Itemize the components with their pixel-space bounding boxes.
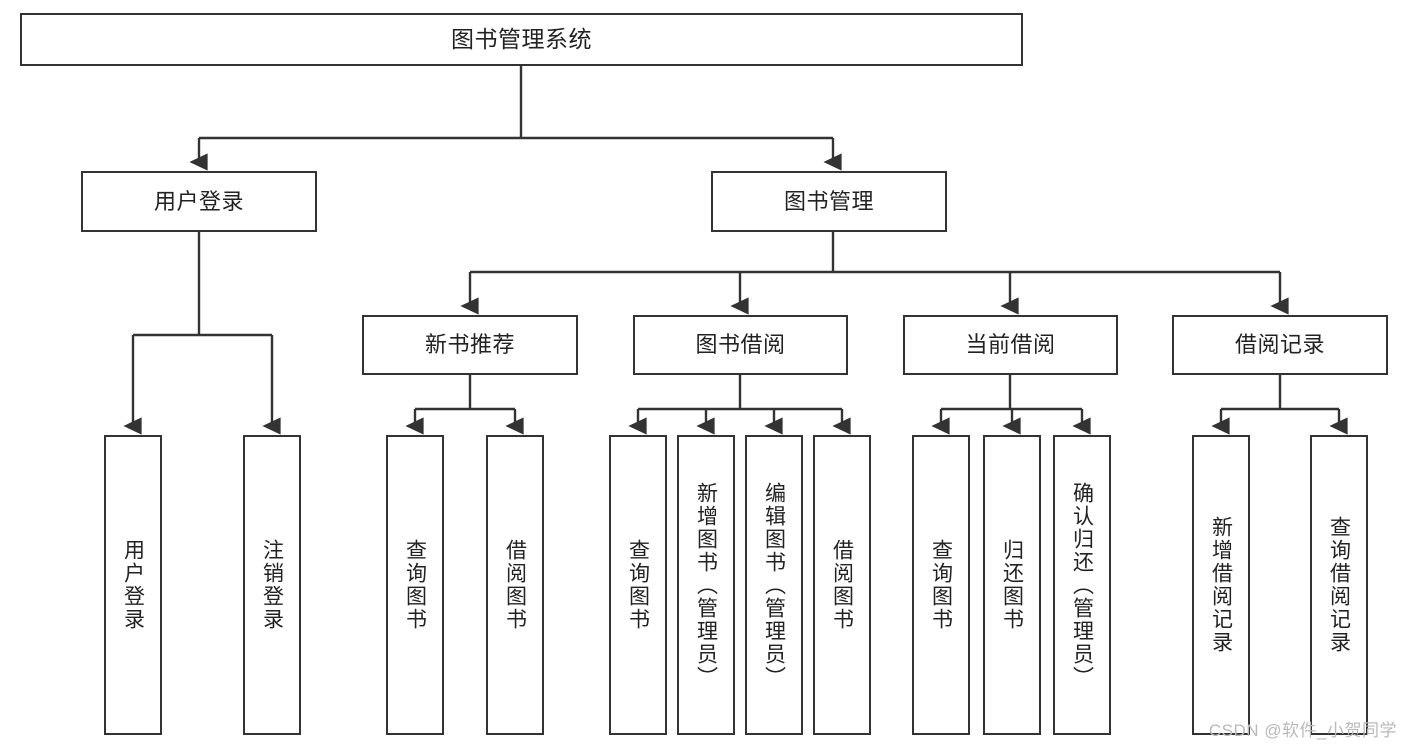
node-leaf-confirm-return-admin-label: 确认归还（管理员） [1070, 481, 1094, 689]
node-leaf-add-borrow-record-label: 新增借阅记录 [1209, 516, 1233, 654]
node-user-login[interactable]: 用户登录 [81, 171, 317, 232]
node-leaf-user-login-label: 用户登录 [121, 539, 145, 631]
node-leaf-edit-book-admin-label: 编辑图书（管理员） [762, 481, 786, 689]
node-leaf-query-book-borrow-label: 查询图书 [626, 539, 650, 631]
node-leaf-add-book-admin-label: 新增图书（管理员） [694, 481, 718, 689]
node-leaf-borrow-book-label: 借阅图书 [830, 539, 854, 631]
node-leaf-add-book-admin[interactable]: 新增图书（管理员） [677, 435, 735, 735]
node-book-manage[interactable]: 图书管理 [711, 171, 947, 232]
node-book-borrow-label: 图书借阅 [695, 332, 786, 358]
node-leaf-confirm-return-admin[interactable]: 确认归还（管理员） [1053, 435, 1111, 735]
node-leaf-query-book-rec[interactable]: 查询图书 [386, 435, 444, 735]
node-leaf-return-book-label: 归还图书 [1000, 539, 1024, 631]
node-leaf-query-book-current-label: 查询图书 [929, 539, 953, 631]
node-borrow-records-label: 借阅记录 [1234, 332, 1325, 358]
node-root-label: 图书管理系统 [451, 25, 592, 52]
node-user-login-label: 用户登录 [153, 188, 244, 214]
node-new-book-recommend-label: 新书推荐 [424, 332, 515, 358]
node-leaf-user-logout[interactable]: 注销登录 [243, 435, 301, 735]
node-leaf-edit-book-admin[interactable]: 编辑图书（管理员） [745, 435, 803, 735]
node-leaf-query-borrow-record-label: 查询借阅记录 [1327, 516, 1351, 654]
node-current-borrow-label: 当前借阅 [965, 332, 1056, 358]
node-current-borrow[interactable]: 当前借阅 [903, 315, 1118, 375]
node-leaf-add-borrow-record[interactable]: 新增借阅记录 [1192, 435, 1250, 735]
node-root[interactable]: 图书管理系统 [20, 13, 1023, 66]
node-leaf-query-borrow-record[interactable]: 查询借阅记录 [1310, 435, 1368, 735]
node-leaf-borrow-book-rec-label: 借阅图书 [503, 539, 527, 631]
node-leaf-query-book-rec-label: 查询图书 [403, 539, 427, 631]
node-leaf-query-book-borrow[interactable]: 查询图书 [609, 435, 667, 735]
node-book-borrow[interactable]: 图书借阅 [633, 315, 848, 375]
node-leaf-user-logout-label: 注销登录 [260, 539, 284, 631]
node-new-book-recommend[interactable]: 新书推荐 [362, 315, 578, 375]
node-borrow-records[interactable]: 借阅记录 [1172, 315, 1388, 375]
node-leaf-return-book[interactable]: 归还图书 [983, 435, 1041, 735]
watermark-text: CSDN @软件_小贺同学 [1208, 721, 1397, 740]
node-leaf-borrow-book-rec[interactable]: 借阅图书 [486, 435, 544, 735]
node-leaf-user-login[interactable]: 用户登录 [104, 435, 162, 735]
node-book-manage-label: 图书管理 [783, 188, 874, 214]
node-leaf-borrow-book[interactable]: 借阅图书 [813, 435, 871, 735]
node-leaf-query-book-current[interactable]: 查询图书 [912, 435, 970, 735]
